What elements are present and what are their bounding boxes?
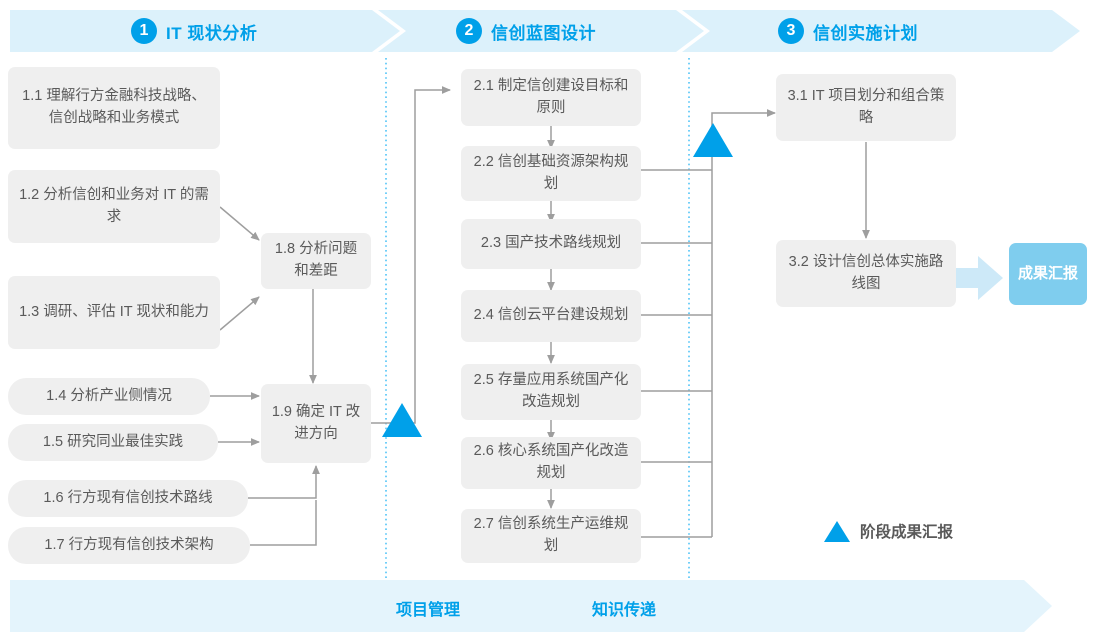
node-2-5[interactable]: 2.5 存量应用系统国产化改造规划 bbox=[461, 364, 641, 420]
node-1-2[interactable]: 1.2 分析信创和业务对 IT 的需求 bbox=[8, 170, 220, 243]
phase-title: IT 现状分析 bbox=[166, 23, 258, 43]
node-1-5[interactable]: 1.5 研究同业最佳实践 bbox=[8, 424, 218, 461]
legend-label: 阶段成果汇报 bbox=[860, 524, 954, 541]
legend-milestone: 阶段成果汇报 bbox=[824, 520, 953, 542]
triangle-marker-icon bbox=[824, 520, 850, 542]
node-3-1[interactable]: 3.1 IT 项目划分和组合策略 bbox=[776, 74, 956, 141]
result-arrow-icon bbox=[953, 256, 1003, 300]
milestone-marker-phase1 bbox=[382, 403, 422, 437]
result-badge[interactable]: 成果汇报 bbox=[1009, 243, 1087, 305]
footer-label-project-management: 项目管理 bbox=[396, 602, 461, 619]
phase-title: 信创实施计划 bbox=[813, 23, 918, 43]
phase-number-badge: 1 bbox=[131, 18, 157, 44]
phase-header-3[interactable]: 3 信创实施计划 bbox=[778, 11, 918, 51]
node-1-6[interactable]: 1.6 行方现有信创技术路线 bbox=[8, 480, 248, 517]
node-2-1[interactable]: 2.1 制定信创建设目标和原则 bbox=[461, 69, 641, 126]
node-1-8[interactable]: 1.8 分析问题和差距 bbox=[261, 233, 371, 289]
footer-label-knowledge-transfer: 知识传递 bbox=[592, 602, 657, 619]
node-2-4[interactable]: 2.4 信创云平台建设规划 bbox=[461, 290, 641, 342]
node-2-7[interactable]: 2.7 信创系统生产运维规划 bbox=[461, 509, 641, 563]
phase-title: 信创蓝图设计 bbox=[491, 23, 596, 43]
node-2-2[interactable]: 2.2 信创基础资源架构规划 bbox=[461, 146, 641, 201]
node-1-3[interactable]: 1.3 调研、评估 IT 现状和能力 bbox=[8, 276, 220, 349]
node-3-2[interactable]: 3.2 设计信创总体实施路线图 bbox=[776, 240, 956, 307]
phase-header-1[interactable]: 1 IT 现状分析 bbox=[131, 11, 257, 51]
node-2-6[interactable]: 2.6 核心系统国产化改造规划 bbox=[461, 437, 641, 489]
phase-number-badge: 2 bbox=[456, 18, 482, 44]
phase-number-badge: 3 bbox=[778, 18, 804, 44]
connectors-phase1 bbox=[210, 86, 451, 546]
node-1-4[interactable]: 1.4 分析产业侧情况 bbox=[8, 378, 210, 415]
phase-band-bottom bbox=[10, 580, 1052, 632]
node-2-3[interactable]: 2.3 国产技术路线规划 bbox=[461, 219, 641, 269]
node-1-9[interactable]: 1.9 确定 IT 改进方向 bbox=[261, 384, 371, 463]
node-1-7[interactable]: 1.7 行方现有信创技术架构 bbox=[8, 527, 250, 564]
phase-header-2[interactable]: 2 信创蓝图设计 bbox=[456, 11, 596, 51]
milestone-marker-phase2 bbox=[693, 123, 733, 157]
node-1-1[interactable]: 1.1 理解行方金融科技战略、信创战略和业务模式 bbox=[8, 67, 220, 149]
